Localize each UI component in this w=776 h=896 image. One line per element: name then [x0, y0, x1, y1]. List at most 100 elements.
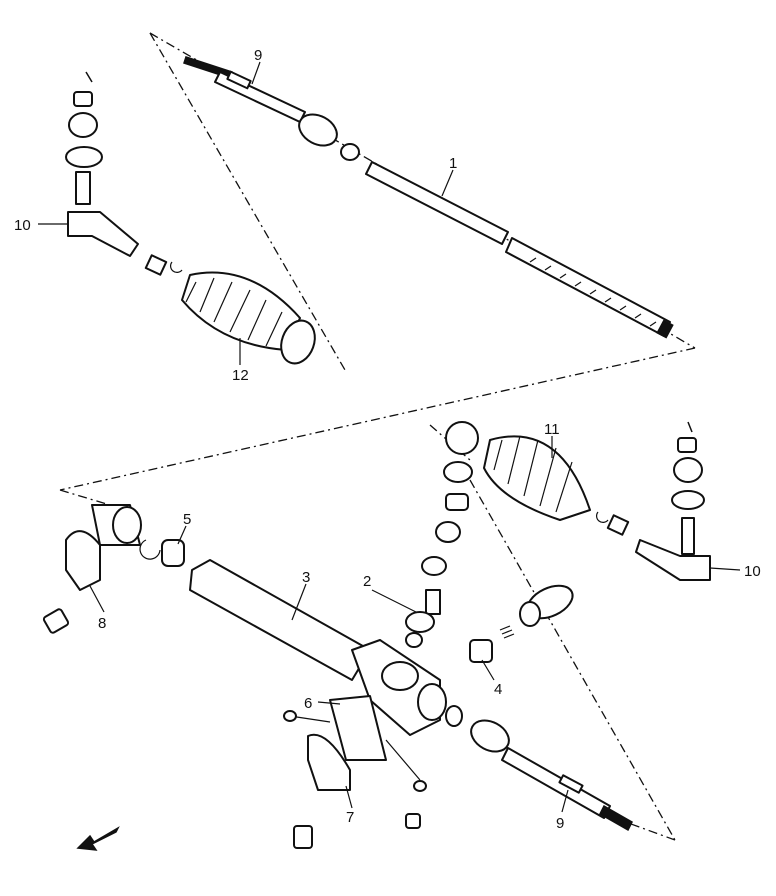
- pinion-assembly: [405, 461, 473, 648]
- rack-teeth: [529, 257, 657, 327]
- group-outlines: [59, 32, 696, 841]
- leader-2: [371, 589, 417, 613]
- lower-group-outline-left: [59, 489, 111, 506]
- mount-left-face: [112, 506, 142, 544]
- mount-left-grommet: [161, 539, 185, 567]
- yoke-spring: [499, 625, 515, 639]
- boot-right-body: [483, 435, 591, 521]
- lower-tie-rod: [470, 719, 633, 832]
- pinion-shaft: [425, 589, 441, 615]
- right-tie-rod-end-assembly: [596, 421, 711, 581]
- callout-labels: 9 1 10 12 11 10 5 3 2 8 4 6 7 9: [14, 47, 761, 832]
- steering-rack: [365, 161, 674, 339]
- callout-3: 3: [302, 569, 310, 586]
- yoke-pad: [469, 639, 493, 663]
- front-arrow-icon: [76, 826, 120, 851]
- clip-left: [170, 261, 183, 273]
- tie-rod-end-body-left: [67, 211, 139, 257]
- callout-8: 8: [98, 615, 106, 632]
- leader-lines: [38, 61, 741, 813]
- nut-right: [673, 457, 703, 483]
- callout-12: 12: [232, 367, 249, 384]
- callout-11: 11: [544, 421, 560, 438]
- boot-left-clamp-ring: [280, 319, 316, 365]
- tie-rod-flat: [226, 70, 252, 90]
- leader-4: [481, 659, 495, 681]
- leader-6: [317, 701, 341, 705]
- castle-nut-left: [73, 91, 93, 107]
- leader-8: [89, 585, 105, 613]
- leader-10-right: [709, 567, 741, 571]
- left-mount-assembly: [42, 504, 185, 634]
- boot-right-ring: [445, 421, 479, 455]
- callout-7: 7: [346, 809, 354, 826]
- clamp-left-bolt: [42, 608, 70, 634]
- boot-left-bellows: [185, 277, 283, 347]
- ground-bolt: [405, 813, 421, 829]
- lock-washer: [340, 143, 360, 161]
- clamp-right-bolt: [293, 825, 313, 849]
- seal-ring-right: [671, 490, 705, 510]
- jam-nut-left: [144, 254, 168, 276]
- pinion-cap: [443, 461, 473, 483]
- rack-bar-rear: [505, 237, 671, 337]
- yoke-assembly: [469, 584, 574, 663]
- yoke-plug: [519, 601, 541, 627]
- leader-9-bottom: [561, 789, 569, 813]
- ground-terminal-right: [413, 780, 427, 792]
- mount-right-bushing: [329, 695, 387, 761]
- callout-2: 2: [363, 573, 371, 590]
- pinion-gear: [405, 611, 435, 633]
- upper-tie-rod: [183, 56, 360, 161]
- leader-9-top: [251, 61, 261, 85]
- leader-7: [345, 785, 353, 809]
- left-boot-assembly: [181, 271, 316, 365]
- right-group-outline-b: [469, 479, 676, 841]
- mount-left-ring: [139, 539, 161, 560]
- nut-left: [68, 112, 98, 138]
- housing-pinion-bore: [381, 661, 419, 691]
- callout-4: 4: [494, 681, 502, 698]
- rack-link-outline: [59, 347, 696, 491]
- ground-terminal-left: [283, 710, 297, 722]
- housing-yoke-bore: [417, 683, 447, 721]
- housing-seal: [445, 705, 463, 727]
- lower-tie-rod-flat: [558, 774, 584, 794]
- lower-tie-rod-shaft: [501, 747, 611, 819]
- right-mount-assembly: [283, 695, 427, 849]
- leader-5: [177, 525, 187, 545]
- tie-rod-end-body-right: [635, 539, 711, 581]
- rack-end: [656, 319, 674, 339]
- lower-tie-rod-joint: [470, 719, 510, 753]
- cotter-pin-left: [85, 71, 93, 83]
- leader-3: [291, 583, 307, 621]
- cotter-pin-right: [687, 421, 693, 433]
- boot-right-bellows: [493, 435, 573, 513]
- right-boot-assembly: [445, 421, 591, 521]
- clamp-left-body: [65, 530, 101, 591]
- callout-6: 6: [304, 695, 312, 712]
- left-tie-rod-end-assembly: [65, 71, 183, 276]
- ball-stud-left: [75, 171, 91, 205]
- callout-9-top: 9: [254, 47, 262, 64]
- lower-tie-rod-thread: [599, 804, 633, 832]
- pinion-washer: [435, 521, 461, 543]
- rack-bar-front: [365, 161, 509, 245]
- pinion-seal: [421, 556, 447, 576]
- ball-stud-right: [681, 517, 695, 555]
- jam-nut-right: [606, 514, 630, 536]
- callout-5: 5: [183, 511, 191, 528]
- tie-rod-inner-joint: [298, 113, 338, 147]
- pinion-nut: [445, 493, 469, 511]
- castle-nut-right: [677, 437, 697, 453]
- housing-tube: [189, 559, 371, 681]
- upper-group-outline-left: [149, 32, 346, 371]
- clip-right: [596, 511, 609, 523]
- callout-10-left: 10: [14, 217, 31, 234]
- callout-10-right: 10: [744, 563, 761, 580]
- leader-1: [441, 169, 454, 197]
- pinion-bearing: [405, 632, 423, 648]
- clamp-right-body: [307, 733, 351, 791]
- callout-9-bottom: 9: [556, 815, 564, 832]
